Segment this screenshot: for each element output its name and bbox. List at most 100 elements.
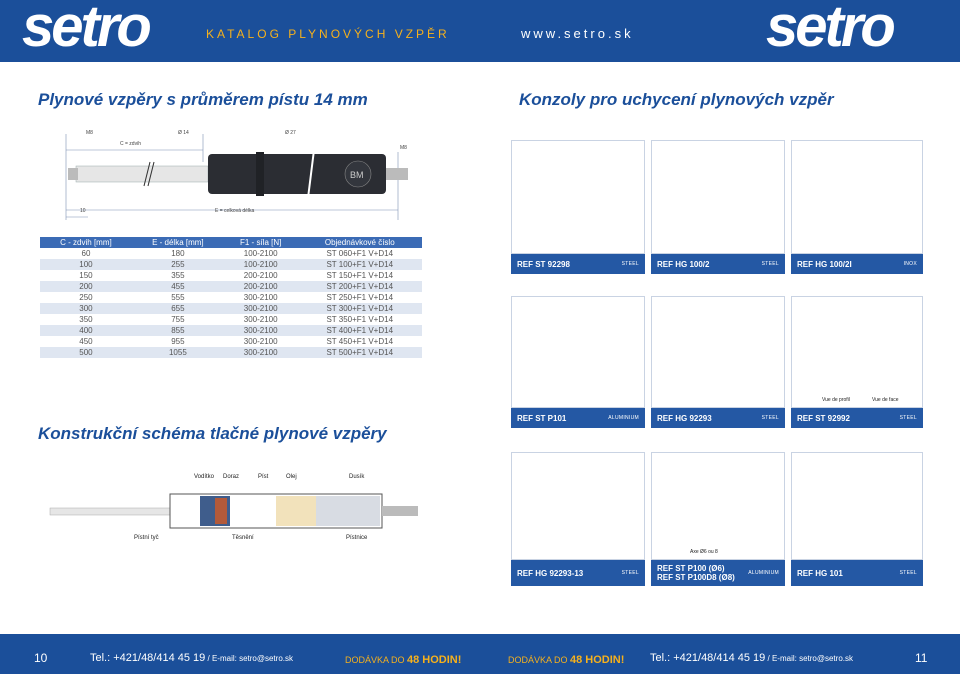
schema-drawing [49, 493, 418, 529]
ref-material: ALUMINIUM [748, 570, 779, 576]
setro-logo-right: setro [766, 0, 896, 59]
gas-spring-drawing: BM [65, 134, 408, 220]
ref-name-group: REF ST P100 (Ø6)REF ST P100D8 (Ø8) [657, 564, 735, 582]
right-page-title: Konzoly pro uchycení plynových vzpěr [519, 90, 834, 109]
ref-name: REF HG 100/2 [657, 259, 710, 269]
drawing-st-92298 [511, 140, 645, 254]
cell: 555 [171, 293, 185, 302]
cell: ST 300+F1 V+D14 [297, 303, 422, 314]
dim-d10: 10 [80, 208, 86, 214]
drawing-st-p101 [511, 296, 645, 408]
label-voditko: Vodítko [194, 474, 215, 480]
delivery-right-pre: DODÁVKA DO [508, 655, 571, 665]
ref-name: REF ST 92298 [517, 259, 570, 269]
schema-title: Konstrukční schéma tlačné plynové vzpěry [38, 424, 387, 443]
ref-band-2: REF HG 100/2I INOX [791, 254, 923, 274]
ref-material: STEEL [899, 570, 917, 576]
tel-right: Tel.: +421/48/414 45 19 [650, 652, 766, 664]
svg-text:BM: BM [350, 170, 364, 180]
cell: ST 500+F1 V+D14 [297, 347, 422, 358]
cell: 300-2100 [243, 337, 278, 346]
drawing-hg-100-2 [651, 140, 785, 254]
ref-material: INOX [903, 261, 917, 267]
ref-name: REF HG 92293-13 [517, 568, 584, 578]
cell: ST 200+F1 V+D14 [297, 281, 422, 292]
page-header [0, 0, 960, 62]
cell: 350 [79, 315, 93, 324]
drawing-hg-101 [791, 452, 923, 560]
cell: 955 [171, 337, 185, 346]
label-vue-face: Vue de face [872, 397, 899, 403]
setro-logo-left: setro [22, 0, 152, 59]
ref-band-8: REF HG 101 STEEL [791, 560, 923, 586]
tel-left: Tel.: +421/48/414 45 19 [90, 652, 206, 664]
cell: 855 [131, 325, 224, 336]
ref-name: REF HG 92293 [657, 413, 712, 423]
cell: 300-2100 [243, 315, 278, 324]
email-left[interactable]: / E-mail: setro@setro.sk [205, 654, 293, 663]
ref-name: REF HG 100/2I [797, 259, 852, 269]
delivery-right-bold: 48 HODIN! [570, 654, 625, 666]
cell: 150 [79, 271, 93, 280]
delivery-right: DODÁVKA DO 48 HODIN! [508, 654, 624, 666]
ref-name-2: REF ST P100D8 (Ø8) [657, 573, 735, 582]
cell: 300-2100 [223, 347, 298, 358]
label-pistni-tyc: Pístní tyč [134, 535, 159, 541]
ref-band-5: REF ST 92992 STEEL [791, 408, 923, 428]
label-vue-profil: Vue de profil [822, 397, 850, 403]
cell: 100-2100 [223, 259, 298, 270]
email-right[interactable]: / E-mail: setro@setro.sk [765, 654, 853, 663]
cell: 755 [171, 315, 185, 324]
cell: 355 [171, 271, 185, 280]
drawing-st-92992 [791, 296, 923, 408]
cell: ST 450+F1 V+D14 [326, 337, 394, 346]
ref-material: ALUMINIUM [608, 415, 639, 421]
ref-name: REF HG 101 [797, 568, 843, 578]
drawing-hg-100-2i [791, 140, 923, 254]
col-header: Objednávkové číslo [297, 237, 422, 248]
ref-material: STEEL [621, 261, 639, 267]
cell: 180 [171, 249, 185, 258]
ref-name: REF ST 92992 [797, 413, 850, 423]
drawing-hg-92293 [651, 296, 785, 408]
col-header: F1 - síla [N] [223, 237, 298, 248]
cell: 60 [81, 249, 91, 258]
dim-m8-right: M8 [400, 145, 407, 151]
ref-material: STEEL [761, 261, 779, 267]
page-footer [0, 634, 960, 674]
dim-e-length: E = celková délka [215, 208, 255, 214]
cell: 300 [40, 303, 132, 314]
delivery-left-pre: DODÁVKA DO [345, 655, 408, 665]
cell: 250 [79, 293, 93, 302]
ref-material: STEEL [899, 415, 917, 421]
ref-band-1: REF HG 100/2 STEEL [651, 254, 785, 274]
label-axe: Axe Ø6 ou 8 [690, 549, 718, 555]
delivery-left: DODÁVKA DO 48 HODIN! [345, 654, 461, 666]
cell: ST 400+F1 V+D14 [297, 325, 422, 336]
ref-name: REF ST P100 (Ø6) [657, 564, 725, 573]
page-number-right: 11 [915, 651, 928, 665]
dim-c-stroke: C = zdvih [120, 141, 141, 147]
header-url[interactable]: www.setro.sk [521, 26, 634, 41]
spec-table: C - zdvih [mm] E - délka [mm] F1 - síla … [40, 237, 422, 358]
cell: 300-2100 [223, 303, 298, 314]
drawing-st-p100 [651, 452, 785, 560]
cell: 255 [131, 259, 224, 270]
ref-material: STEEL [621, 570, 639, 576]
label-tesneni: Těsnění [232, 535, 254, 541]
cell: 100-2100 [243, 249, 278, 258]
cell: 200-2100 [243, 271, 278, 280]
cell: 450 [79, 337, 93, 346]
dim-d14: Ø 14 [178, 130, 189, 136]
cell: 200-2100 [223, 281, 298, 292]
catalog-title: KATALOG PLYNOVÝCH VZPĚR [206, 27, 450, 41]
